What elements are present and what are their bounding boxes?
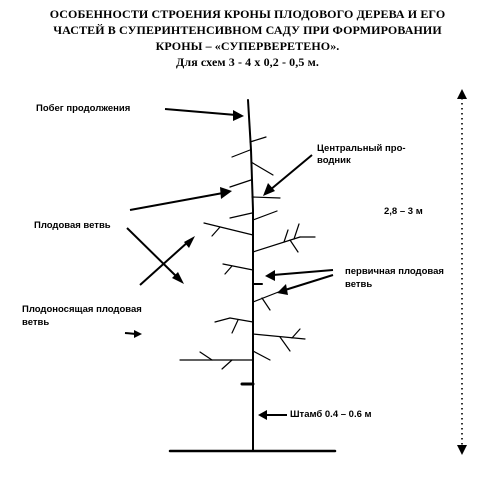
arrow-fruit-branch-cross-1 [126, 227, 184, 284]
diagram-title: ОСОБЕННОСТИ СТРОЕНИЯ КРОНЫ ПЛОДОВОГО ДЕР… [0, 6, 495, 70]
label-fruiting-branch-line-1: Плодоносящая плодовая [22, 304, 142, 315]
label-central-leader-line-1: Центральный про- [317, 143, 406, 154]
label-central-leader-line-2: водник [317, 155, 351, 166]
branches [179, 136, 316, 370]
label-primary-fruit-branch-line-1: первичная плодовая [345, 266, 444, 277]
label-trunk: Штамб 0.4 – 0.6 м [290, 409, 372, 420]
arrow-central-leader [263, 154, 313, 196]
label-height: 2,8 – 3 м [384, 206, 423, 217]
height-dimension [457, 89, 467, 455]
arrow-fruit-branch-upper [129, 187, 232, 211]
arrow-primary-branch-2 [277, 274, 334, 295]
label-continuation-shoot: Побег продолжения [36, 103, 131, 114]
arrow-trunk [258, 410, 287, 420]
arrow-fruiting-branch [124, 330, 142, 338]
central-leader [247, 99, 254, 452]
arrow-fruit-branch-cross-2 [139, 236, 195, 286]
label-fruit-branch: Плодовая ветвь [34, 220, 111, 231]
title-line-4: Для схем 3 - 4 х 0,2 - 0,5 м. [176, 55, 319, 69]
arrow-primary-branch-1 [265, 269, 334, 281]
title-line-1: ОСОБЕННОСТИ СТРОЕНИЯ КРОНЫ ПЛОДОВОГО ДЕР… [49, 7, 446, 21]
title-line-2: ЧАСТЕЙ В СУПЕРИНТЕНСИВНОМ САДУ ПРИ ФОРМИ… [53, 23, 442, 37]
title-line-3: КРОНЫ – «СУПЕРВЕРЕТЕНО». [155, 39, 340, 53]
label-primary-fruit-branch-line-2: ветвь [345, 279, 373, 290]
label-fruiting-branch-line-2: ветвь [22, 317, 50, 328]
arrow-continuation-shoot [164, 108, 244, 121]
